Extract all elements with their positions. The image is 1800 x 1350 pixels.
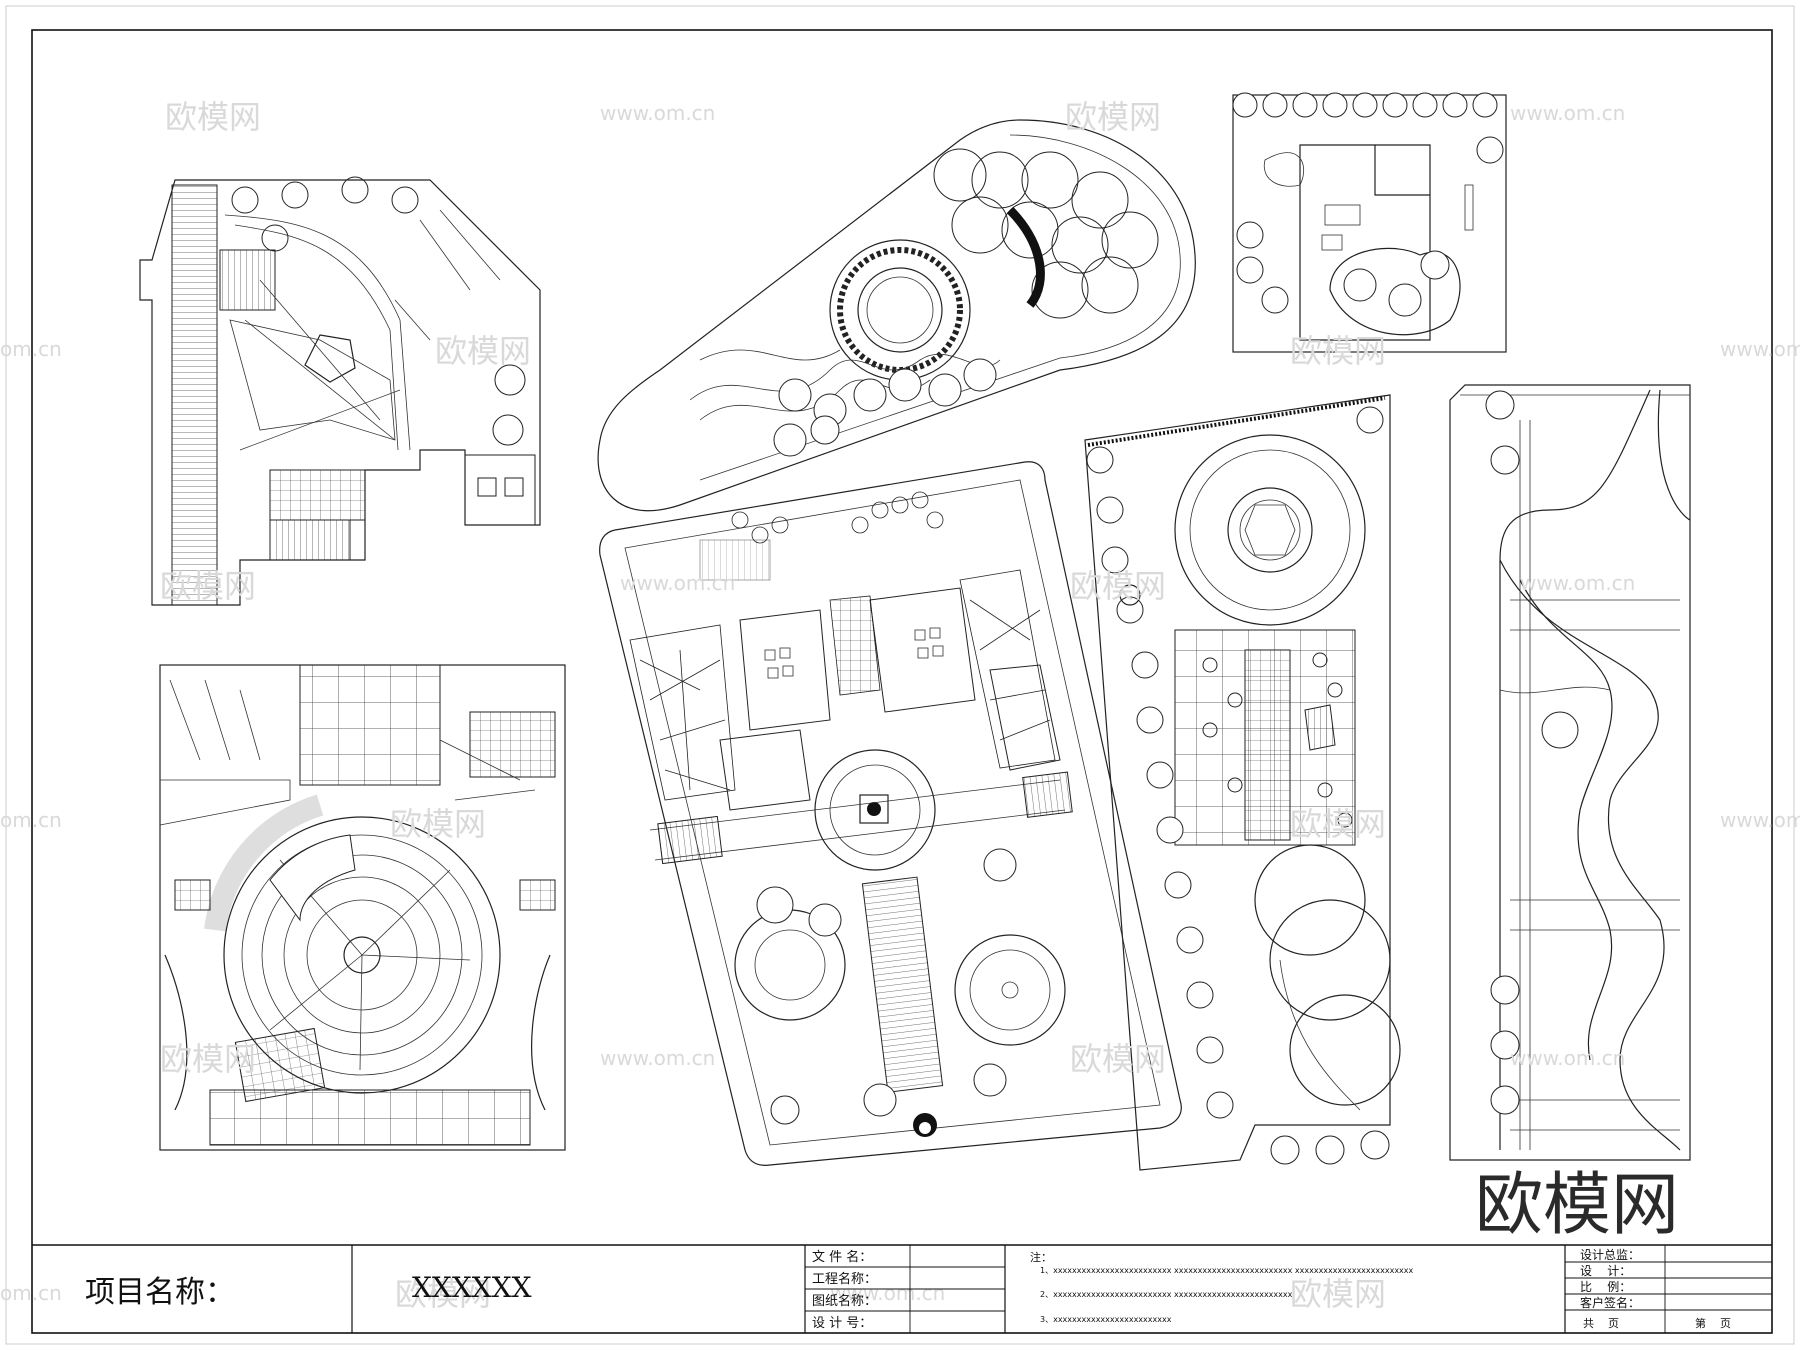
design-director-label: 设计总监： bbox=[1580, 1248, 1640, 1262]
scale-label: 比 例： bbox=[1580, 1280, 1631, 1294]
watermark-url: om.cn bbox=[0, 337, 62, 361]
watermark-url: www.om.cn bbox=[1510, 101, 1625, 125]
watermark-layer: 欧模网 www.om.cn 欧模网 www.om.cn om.cn 欧模网 欧模… bbox=[0, 98, 1800, 1313]
drawing-name-label: 图纸名称： bbox=[812, 1293, 877, 1309]
watermark-brand: 欧模网 bbox=[165, 98, 261, 136]
outer-border bbox=[5, 5, 1795, 1345]
file-name-label: 文 件 名： bbox=[812, 1249, 872, 1265]
title-block: 项目名称： XXXXXX 文 件 名： 工程名称： 图纸名称： 设 计 号： 注… bbox=[32, 1244, 1772, 1333]
client-signature-label: 客户签名： bbox=[1580, 1295, 1640, 1310]
designer-label: 设 计： bbox=[1580, 1264, 1631, 1278]
watermark-brand: 欧模网 bbox=[435, 332, 531, 370]
watermark-url: www.om.cn bbox=[1520, 571, 1635, 595]
plan-right-strip bbox=[1084, 394, 1401, 1171]
note-line: 3、xxxxxxxxxxxxxxxxxxxxxxxxx bbox=[1040, 1315, 1172, 1324]
watermark-brand: 欧模网 bbox=[1290, 1275, 1386, 1313]
watermark-url: www.om.cn bbox=[620, 571, 735, 595]
plan-bottom-left-circular bbox=[159, 664, 566, 1151]
plan-top-right-courtyard bbox=[1232, 92, 1507, 353]
watermark-url: www.om.cn bbox=[600, 1046, 715, 1070]
watermark-brand: 欧模网 bbox=[1290, 332, 1386, 370]
watermark-url: om.cn bbox=[0, 1281, 62, 1305]
watermark-url: www.om.cn bbox=[600, 101, 715, 125]
plan-top-left-plaza bbox=[139, 176, 541, 606]
note-line: 1、xxxxxxxxxxxxxxxxxxxxxxxxx xxxxxxxxxxxx… bbox=[1040, 1266, 1414, 1275]
watermark-url: www.om.cn bbox=[1510, 1046, 1625, 1070]
plan-center-main-park bbox=[599, 461, 1182, 1166]
watermark-brand: 欧模网 bbox=[1065, 98, 1161, 136]
watermark-brand: 欧模网 bbox=[160, 567, 256, 605]
drawing-frame bbox=[31, 29, 1773, 1334]
note-line: 2、xxxxxxxxxxxxxxxxxxxxxxxxx xxxxxxxxxxxx… bbox=[1040, 1290, 1293, 1299]
watermark-url: www.om.cn bbox=[1720, 808, 1800, 832]
watermark-url: www.om.cn bbox=[1720, 337, 1800, 361]
watermark-url: www.om.cn bbox=[830, 1281, 945, 1305]
design-number-label: 设 计 号： bbox=[812, 1316, 872, 1331]
project-name-label: 项目名称： bbox=[85, 1275, 235, 1310]
notes-label: 注： bbox=[1030, 1250, 1052, 1264]
project-name-value: XXXXXX bbox=[412, 1271, 532, 1304]
watermark-brand: 欧模网 bbox=[160, 1040, 256, 1078]
watermark-brand: 欧模网 bbox=[395, 1275, 491, 1313]
plan-top-center-teardrop bbox=[597, 119, 1196, 512]
watermark-brand: 欧模网 bbox=[1070, 1040, 1166, 1078]
total-pages-label: 共 页 bbox=[1583, 1317, 1619, 1330]
watermark-brand: 欧模网 bbox=[390, 805, 486, 843]
watermark-brand: 欧模网 bbox=[1070, 567, 1166, 605]
project-title-label: 工程名称： bbox=[812, 1271, 877, 1287]
plan-far-right-wave bbox=[1449, 384, 1691, 1161]
watermark-big-logo: 欧模网 bbox=[1475, 1166, 1679, 1245]
watermark-brand: 欧模网 bbox=[1290, 805, 1386, 843]
page-number-label: 第 页 bbox=[1695, 1316, 1731, 1330]
watermark-url: om.cn bbox=[0, 808, 62, 832]
